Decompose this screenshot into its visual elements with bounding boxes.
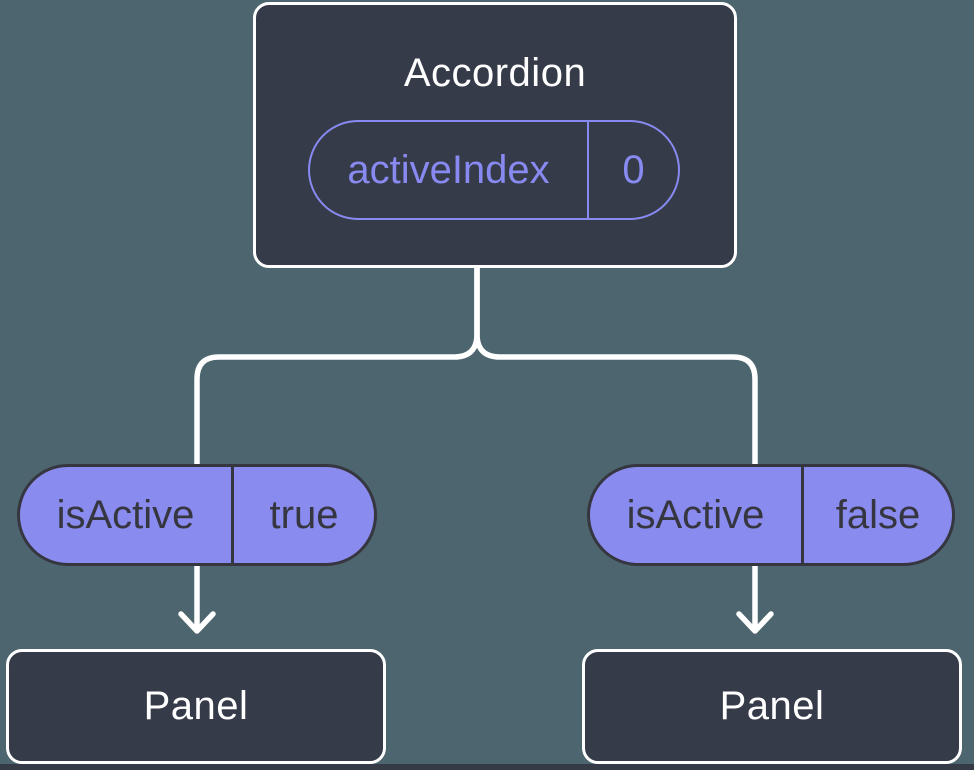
panel-node-left: Panel — [6, 649, 386, 764]
prop-pill-value: false — [835, 492, 921, 537]
state-pill-name: activeIndex — [310, 122, 589, 218]
state-pill-value: 0 — [622, 147, 645, 192]
connector-root-to-right-pill — [474, 257, 758, 467]
prop-pill-isactive-false: isActive false — [587, 464, 955, 566]
prop-pill-name: isActive — [590, 467, 804, 563]
connector-root-to-left-pill — [194, 257, 480, 467]
accordion-node-label: Accordion — [403, 50, 587, 95]
panel-node-right: Panel — [582, 649, 962, 764]
right-arrow-head-icon — [736, 611, 774, 634]
page-section-edge — [0, 764, 974, 770]
prop-pill-value: true — [269, 492, 339, 537]
prop-pill-name: isActive — [20, 467, 234, 563]
state-pill-activeindex: activeIndex 0 — [308, 120, 680, 220]
prop-pill-isactive-true: isActive true — [17, 464, 377, 566]
left-arrow-head-icon — [178, 611, 216, 634]
